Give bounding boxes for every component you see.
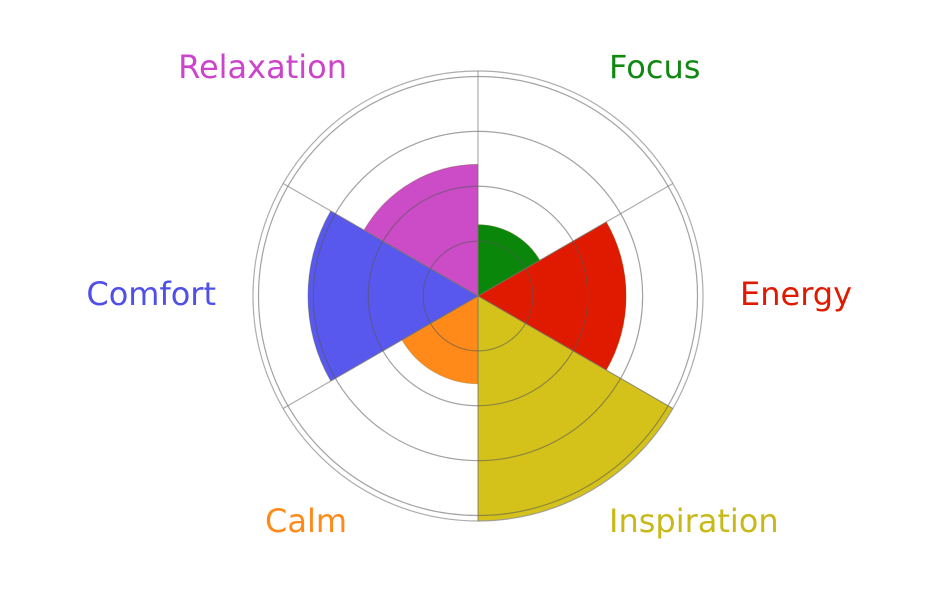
label-calm: Calm [265, 502, 347, 540]
label-comfort: Comfort [86, 275, 216, 313]
chart-sectors [307, 163, 674, 522]
sector-calm [401, 295, 479, 385]
sector-relaxation [363, 163, 479, 297]
grid-spoke [477, 182, 674, 297]
label-energy: Energy [740, 275, 852, 313]
sector-comfort [307, 210, 479, 382]
sector-focus [477, 224, 541, 297]
label-focus: Focus [609, 48, 700, 86]
label-relaxation: Relaxation [178, 48, 347, 86]
sector-energy [477, 221, 627, 371]
grid-spoke [282, 182, 479, 297]
grid-spoke [477, 295, 674, 410]
grid-spoke [282, 295, 479, 410]
chart-grid [252, 70, 704, 522]
label-inspiration: Inspiration [609, 502, 779, 540]
